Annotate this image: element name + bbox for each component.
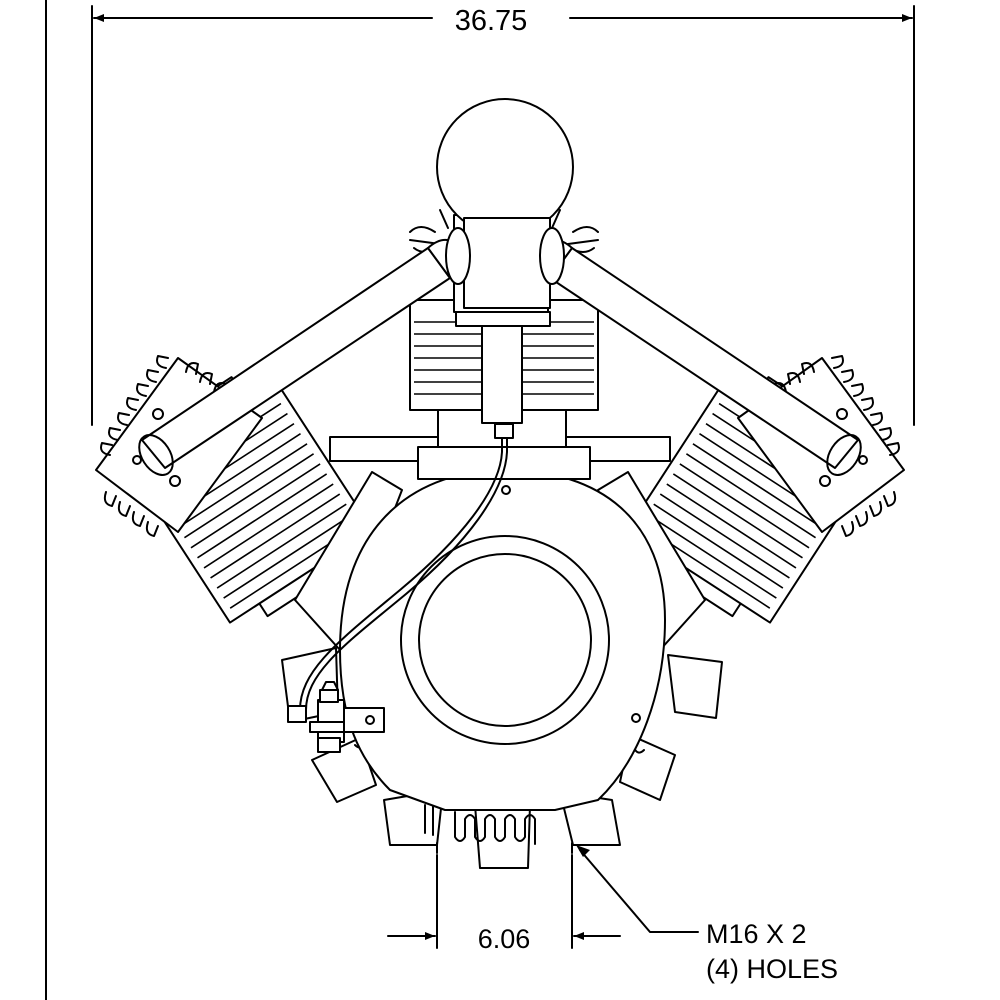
overall-width-label: 36.75	[455, 5, 528, 37]
mounting-holes	[436, 842, 573, 854]
callout-holes-label: (4) HOLES	[706, 954, 838, 984]
hole-spacing-label: 6.06	[478, 924, 531, 954]
overall-width-dimension: 36.75	[91, 5, 915, 426]
hole-spacing-dimension: 6.06	[387, 854, 621, 954]
engine-body	[95, 98, 905, 869]
drain-valve	[287, 681, 385, 753]
air-filter	[436, 98, 574, 236]
flywheel-housing	[400, 535, 610, 745]
callout-leader	[579, 849, 699, 933]
oil-line	[299, 431, 503, 711]
hole-callout: M16 X 2 (4) HOLES	[576, 845, 838, 984]
crankcase	[294, 446, 706, 811]
center-valve-body	[481, 324, 523, 424]
callout-thread-label: M16 X 2	[706, 919, 807, 949]
